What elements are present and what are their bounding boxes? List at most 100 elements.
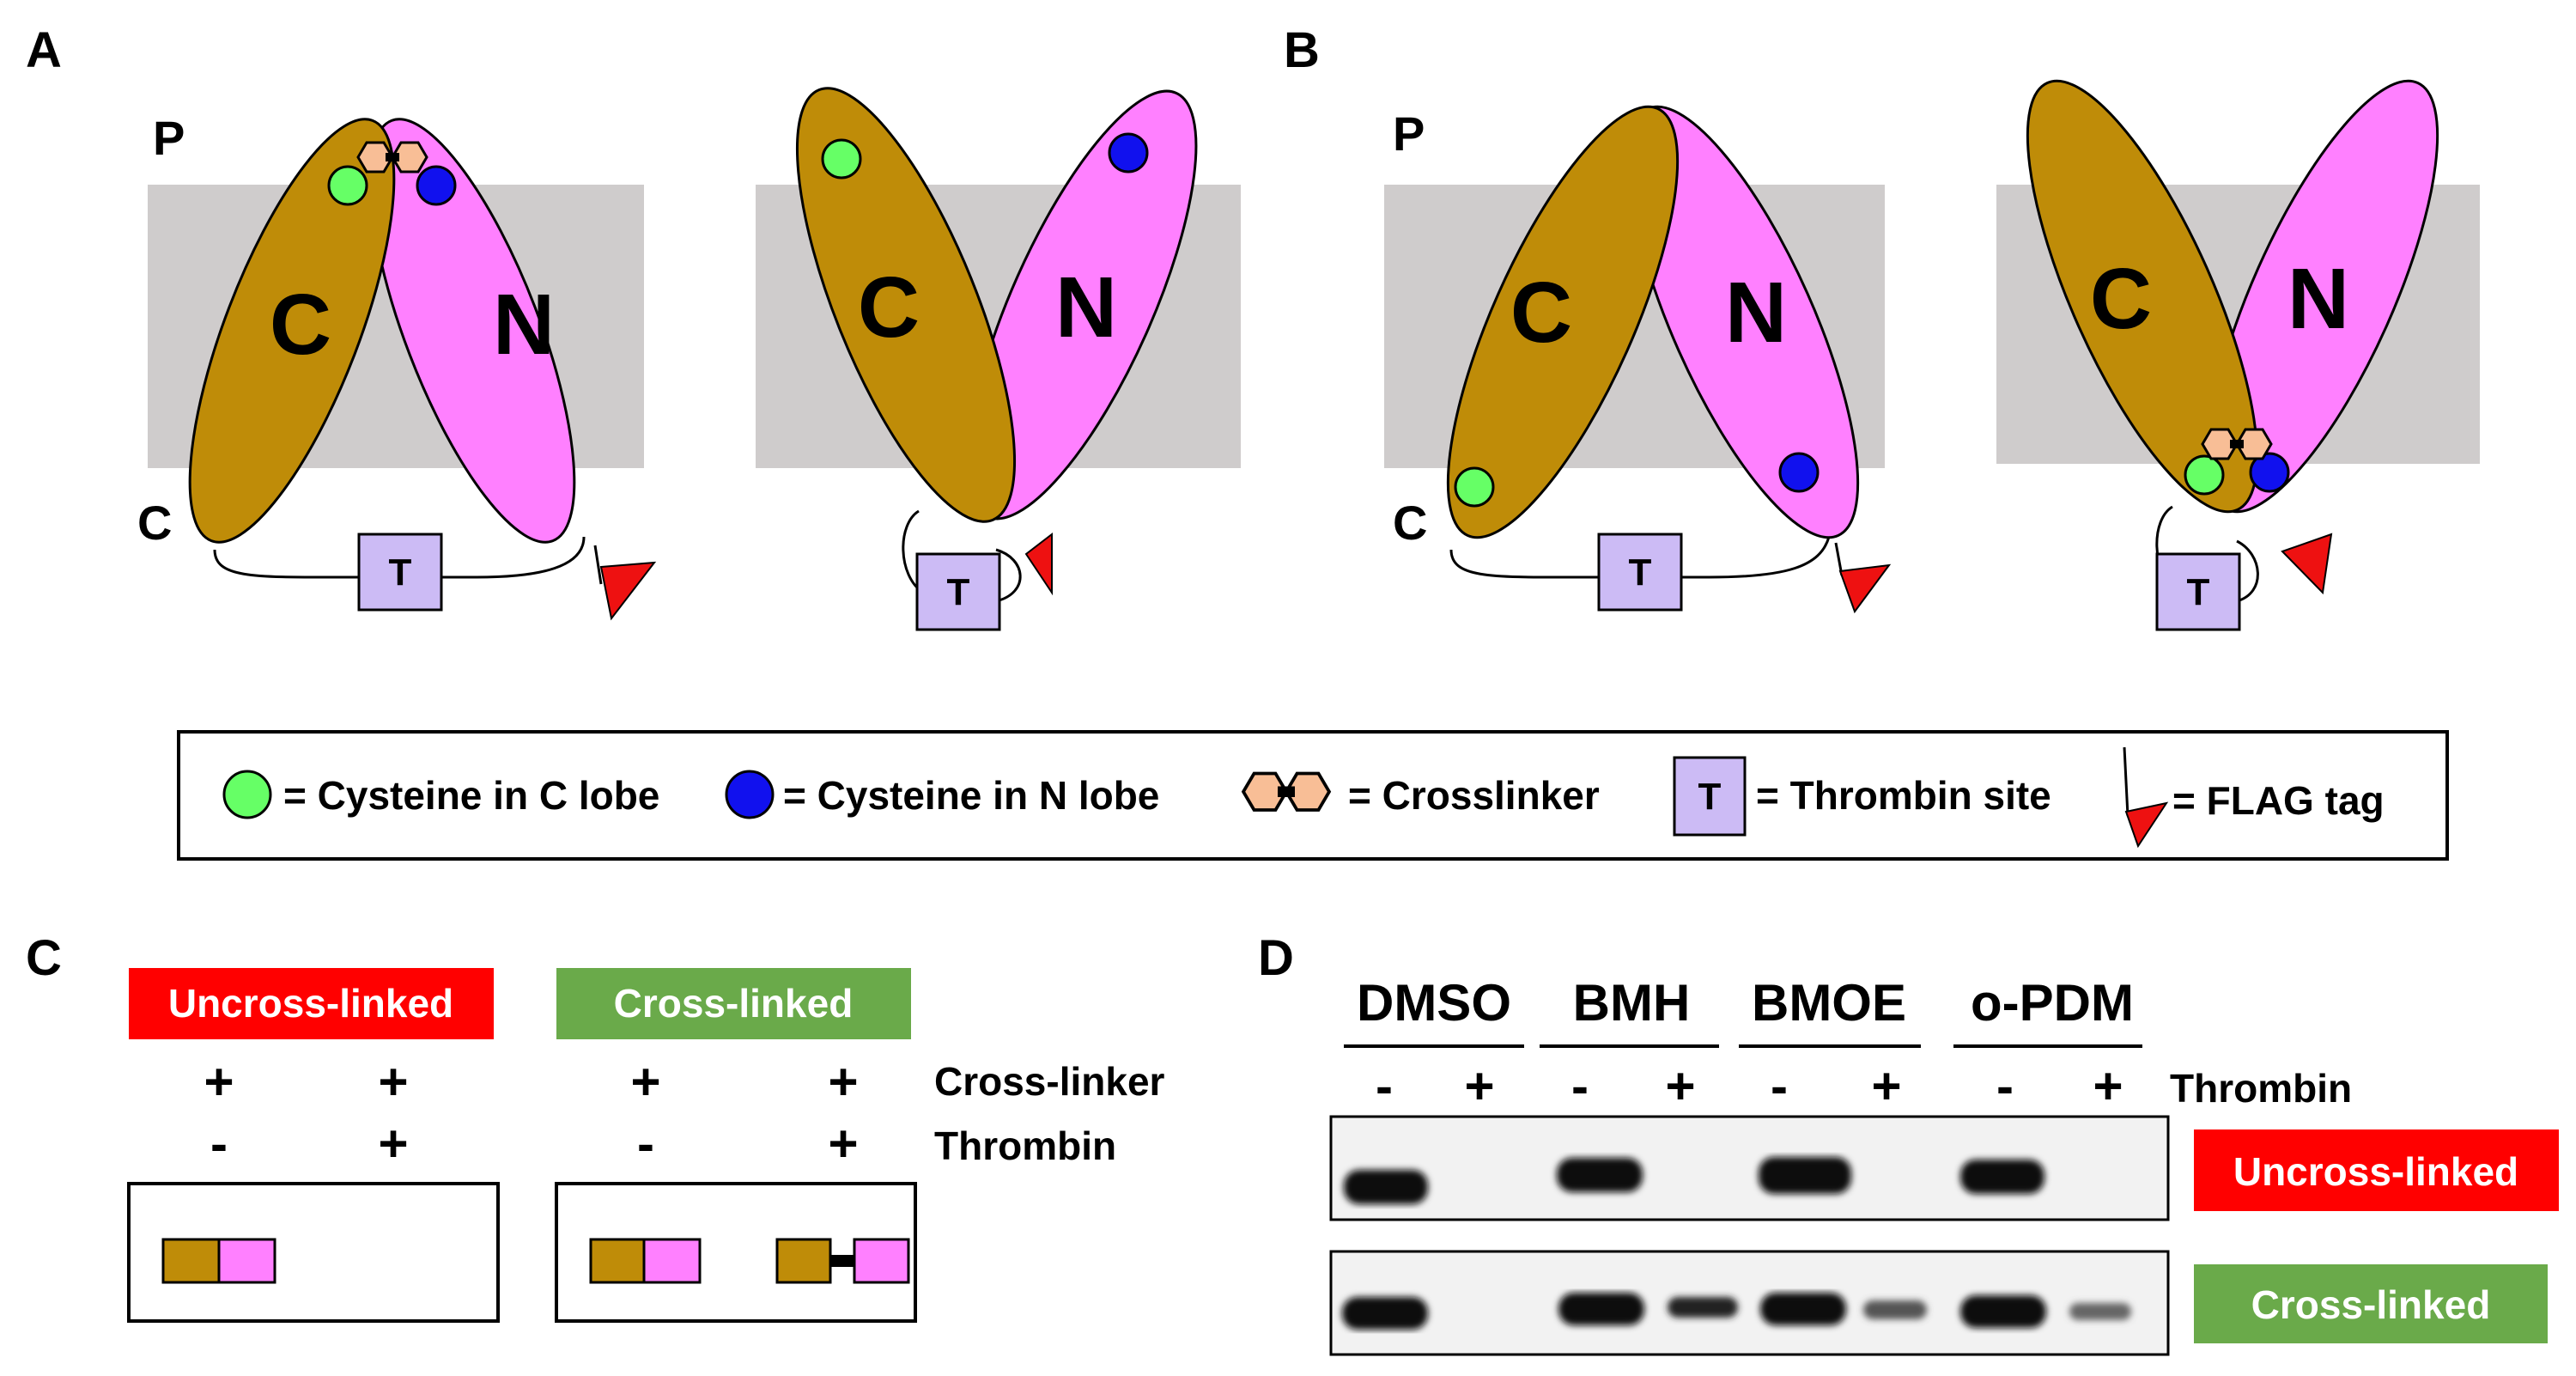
cysteine-n: [416, 165, 457, 206]
periplasm-label: P: [153, 111, 185, 165]
cysteine-n: [1108, 132, 1149, 174]
n-lobe-block: [642, 1238, 702, 1284]
group-label-bmoe: BMOE: [1752, 974, 1906, 1032]
band: [1760, 1293, 1846, 1325]
thrombin-row-label: Thrombin: [934, 1123, 1116, 1168]
n-lobe-label: N: [1055, 259, 1117, 356]
band: [1960, 1295, 2046, 1328]
uncross-linked-label: Uncross-linked: [2233, 1149, 2518, 1194]
thrombin-label: T: [1629, 551, 1652, 594]
band: [1342, 1297, 1428, 1330]
sign: +: [378, 1053, 408, 1111]
linker-loop: [902, 509, 924, 594]
thrombin-site: [915, 552, 1001, 631]
panel-a: A P C N C T C N: [26, 22, 1241, 631]
sign: +: [378, 1115, 408, 1172]
panel-b-label: B: [1284, 22, 1320, 78]
c-lobe-label: C: [858, 259, 920, 356]
c-lobe-block: [589, 1238, 646, 1284]
thrombin-site: [2155, 552, 2241, 631]
thrombin-legend-icon: [1673, 756, 1747, 837]
legend: = Cysteine in C lobe = Cysteine in N lob…: [177, 730, 2449, 861]
cross-linked-label: Cross-linked: [2251, 1282, 2491, 1327]
panel-b-transporter-crosslinked: C N T: [1996, 79, 2480, 631]
panel-a-transporter-open: C N T: [756, 87, 1241, 631]
band: [1344, 1170, 1428, 1204]
uncross-linked-label-bg: [2194, 1129, 2559, 1211]
sign: +: [204, 1053, 234, 1111]
cysteine-n-legend-icon: [725, 770, 775, 819]
cysteine-c: [821, 138, 862, 180]
panel-b: B P C N C T C N: [1284, 22, 2480, 631]
band: [2069, 1303, 2131, 1320]
lane-sign: +: [2093, 1057, 2123, 1115]
thrombin-site: [1597, 533, 1683, 612]
c-lobe: [795, 87, 1017, 523]
band: [1558, 1293, 1644, 1325]
legend-crosslinker: = Crosslinker: [1348, 773, 1600, 818]
flag-tag: [2281, 533, 2333, 595]
cysteine-c-legend-icon: [222, 770, 272, 819]
sign: +: [828, 1115, 858, 1172]
lane-sign: -: [1376, 1057, 1393, 1115]
band: [1863, 1300, 1927, 1319]
group-label-opdm: o-PDM: [1971, 974, 2134, 1032]
periplasm-label: P: [1393, 107, 1425, 161]
band: [1759, 1157, 1851, 1194]
c-lobe-label: C: [1510, 265, 1572, 361]
c-lobe-block: [775, 1238, 832, 1284]
c-lobe-label: C: [2090, 251, 2152, 347]
lane-sign: +: [1871, 1057, 1901, 1115]
thrombin-label: T: [947, 571, 970, 613]
uncross-linked-header-bg: [129, 968, 494, 1039]
c-lobe: [1446, 105, 1680, 539]
band: [1668, 1297, 1738, 1318]
n-lobe: [368, 118, 576, 544]
lane-sign: -: [1996, 1057, 2014, 1115]
flag-legend-icon: [2124, 801, 2169, 849]
lane-sign: +: [1464, 1057, 1494, 1115]
crosslinker-row-label: Cross-linker: [934, 1059, 1165, 1104]
lane-sign: +: [1665, 1057, 1695, 1115]
lane-sign: -: [1771, 1057, 1788, 1115]
cysteine-c: [1454, 466, 1495, 508]
n-lobe-label: N: [1725, 265, 1787, 361]
sign: +: [630, 1053, 660, 1111]
cytoplasm-label: C: [137, 496, 172, 550]
n-lobe-label: N: [493, 277, 555, 373]
n-lobe-block: [853, 1238, 910, 1284]
c-lobe: [188, 118, 396, 544]
panel-a-transporter-crosslinked: P C N C T: [137, 111, 657, 621]
lane-sign: -: [1571, 1057, 1589, 1115]
cross-linked-header: Cross-linked: [614, 981, 854, 1026]
band: [1960, 1160, 2044, 1194]
linker-loop: [1449, 536, 1831, 579]
cysteine-c: [2184, 454, 2225, 496]
panel-d: D DMSO BMH BMOE o-PDM - + - + - + - + Th…: [1258, 930, 2559, 1356]
sign: -: [210, 1115, 228, 1172]
legend-flag: = FLAG tag: [2172, 778, 2385, 823]
thrombin-site: [357, 533, 443, 612]
flag-tag: [599, 561, 657, 621]
legend-cysteine-n: = Cysteine in N lobe: [783, 773, 1159, 818]
c-lobe-block: [161, 1238, 221, 1284]
sign: +: [828, 1053, 858, 1111]
cross-linked-label-bg: [2194, 1264, 2548, 1343]
group-label-bmh: BMH: [1573, 974, 1691, 1032]
cysteine-n: [2249, 452, 2290, 493]
thrombin-legend-icon-label: T: [1698, 776, 1722, 818]
group-label-dmso: DMSO: [1357, 974, 1511, 1032]
c-lobe: [2026, 79, 2259, 514]
panel-d-label: D: [1258, 930, 1294, 986]
band: [1557, 1158, 1643, 1192]
cysteine-n: [1778, 452, 1820, 493]
sign: -: [637, 1115, 654, 1172]
panel-c-label: C: [26, 930, 62, 986]
thrombin-label: T: [2187, 571, 2210, 613]
n-lobe-label: N: [2287, 251, 2349, 347]
flag-tag: [1838, 563, 1892, 614]
flag-tag: [1024, 532, 1053, 596]
c-lobe-label: C: [270, 277, 331, 373]
uncross-linked-header: Uncross-linked: [168, 981, 453, 1026]
